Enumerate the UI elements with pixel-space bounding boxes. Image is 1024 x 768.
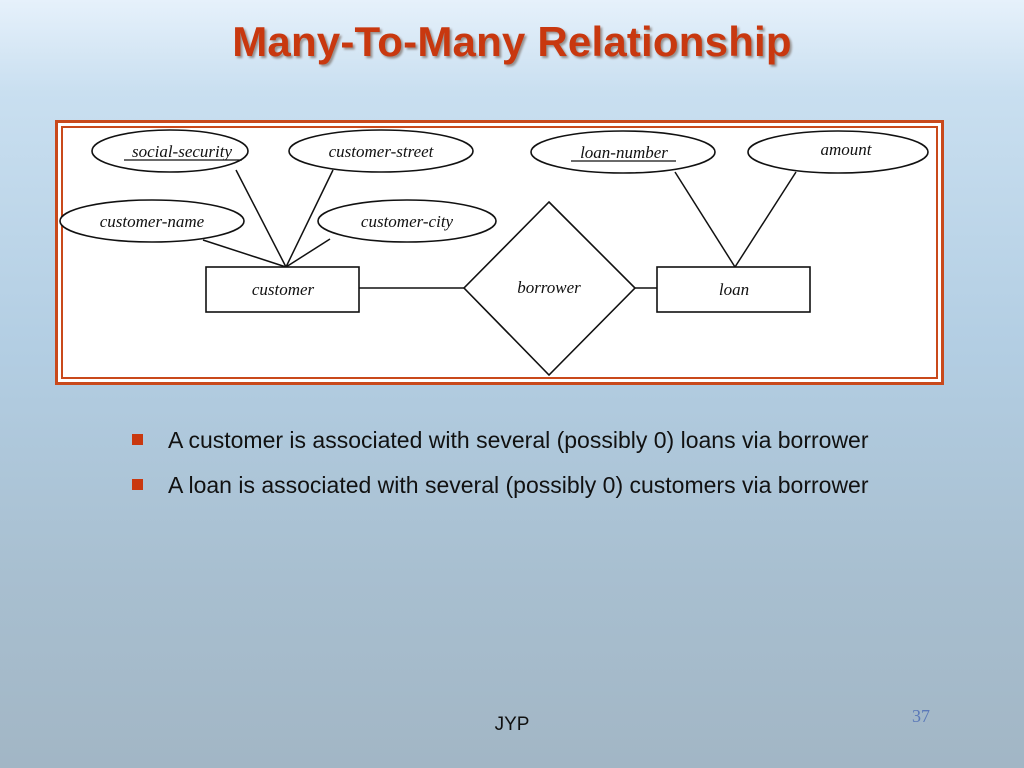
line-amount-loan <box>734 171 797 268</box>
label-borrower: borrower <box>517 278 581 297</box>
relationship-borrower <box>462 200 637 377</box>
label-loan-number: loan-number <box>580 143 668 162</box>
square-bullet-icon <box>132 479 143 490</box>
footer-text: JYP <box>494 714 530 735</box>
attribute-customer-street <box>288 129 474 173</box>
line-loan-number-loan <box>674 171 736 268</box>
entity-loan <box>656 266 811 313</box>
line-customer-name-customer <box>202 239 287 268</box>
label-loan: loan <box>719 280 749 299</box>
bullet-text: A loan is associated with several (possi… <box>168 472 869 498</box>
attribute-social-security <box>91 129 249 173</box>
attribute-amount <box>747 130 929 174</box>
label-amount: amount <box>821 140 873 159</box>
page-number: 37 <box>912 706 930 726</box>
line-social-security-customer <box>235 169 287 268</box>
attribute-customer-name <box>59 199 245 243</box>
label-customer: customer <box>252 280 315 299</box>
label-customer-name: customer-name <box>100 212 205 231</box>
er-diagram: social-security customer-street customer… <box>59 129 929 377</box>
line-customer-street-customer <box>285 169 334 268</box>
square-bullet-icon <box>132 434 143 445</box>
label-customer-city: customer-city <box>361 212 454 231</box>
bullet-list: A customer is associated with several (p… <box>130 424 890 514</box>
label-customer-street: customer-street <box>329 142 435 161</box>
bullet-item: A loan is associated with several (possi… <box>130 469 890 502</box>
attribute-customer-city <box>317 199 497 243</box>
label-social-security: social-security <box>132 142 233 161</box>
slide-title: Many-To-Many Relationship <box>232 18 792 65</box>
line-customer-city-customer <box>285 238 331 268</box>
er-diagram-frame: social-security customer-street customer… <box>55 120 944 385</box>
bullet-text: A customer is associated with several (p… <box>168 427 869 453</box>
bullet-item: A customer is associated with several (p… <box>130 424 890 457</box>
attribute-loan-number <box>530 130 716 174</box>
entity-customer <box>205 266 360 313</box>
